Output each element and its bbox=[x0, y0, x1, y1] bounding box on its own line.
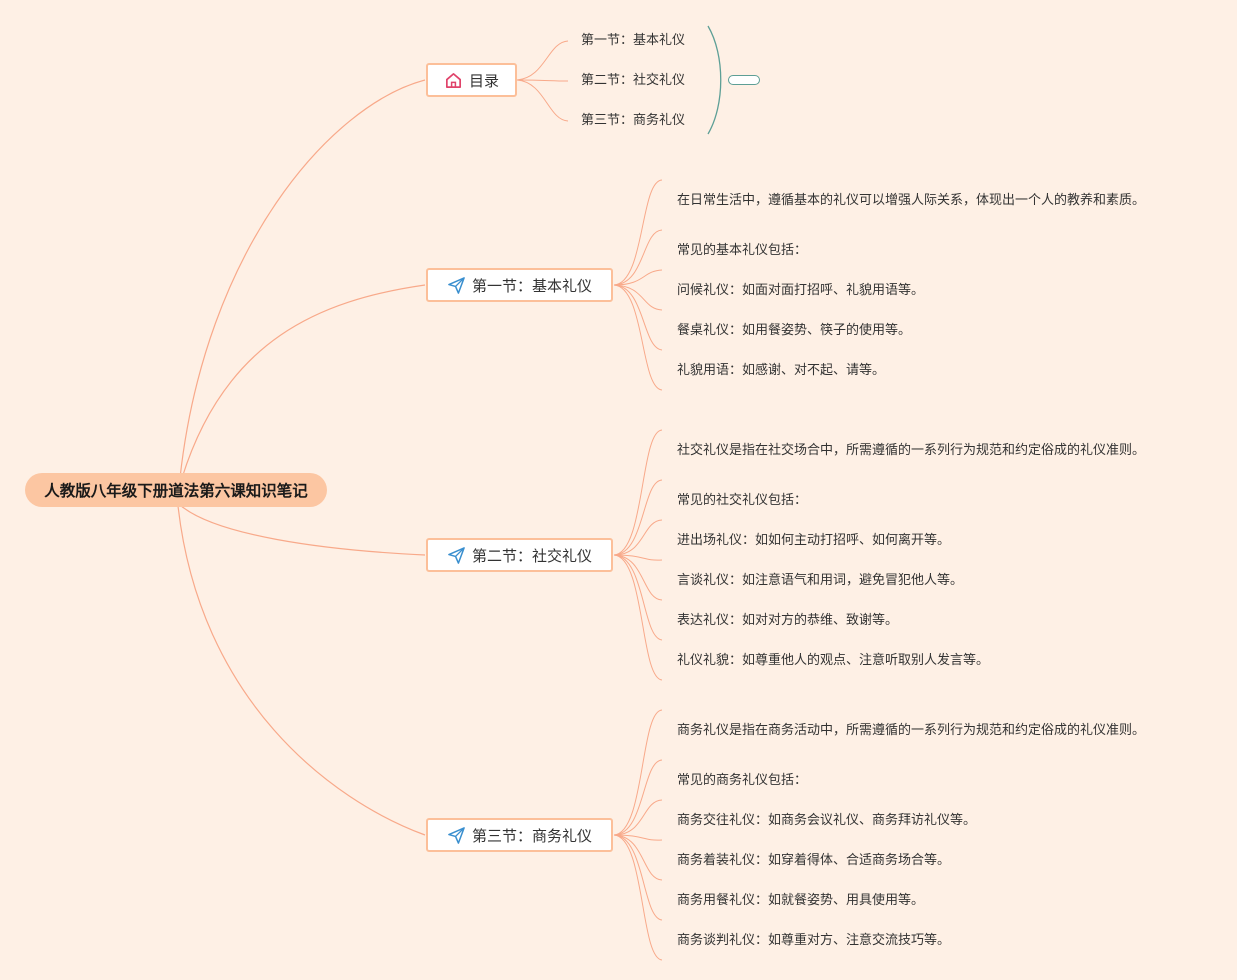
branch-section-3[interactable]: 第三节：商务礼仪 bbox=[426, 818, 613, 852]
toc-item[interactable]: 第三节：商务礼仪 bbox=[581, 113, 686, 128]
section-3-item[interactable]: 商务用餐礼仪：如就餐姿势、用具使用等。 bbox=[677, 893, 925, 908]
paper-plane-icon bbox=[448, 826, 465, 844]
section-2-item[interactable]: 表达礼仪：如对对方的恭维、致谢等。 bbox=[677, 613, 899, 628]
branch-section-1[interactable]: 第一节：基本礼仪 bbox=[426, 268, 613, 302]
section-1-item[interactable]: 在日常生活中，遵循基本的礼仪可以增强人际关系，体现出一个人的教养和素质。 bbox=[677, 193, 1146, 208]
section-2-item[interactable]: 言谈礼仪：如注意语气和用词，避免冒犯他人等。 bbox=[677, 573, 964, 588]
home-icon bbox=[445, 72, 461, 88]
section-3-item[interactable]: 商务交往礼仪：如商务会议礼仪、商务拜访礼仪等。 bbox=[677, 813, 977, 828]
section-1-item[interactable]: 餐桌礼仪：如用餐姿势、筷子的使用等。 bbox=[677, 323, 912, 338]
section-3-item[interactable]: 商务谈判礼仪：如尊重对方、注意交流技巧等。 bbox=[677, 933, 951, 948]
section-2-item[interactable]: 进出场礼仪：如如何主动打招呼、如何离开等。 bbox=[677, 533, 951, 548]
branch-toc-label: 目录 bbox=[468, 71, 499, 90]
section-1-item[interactable]: 常见的基本礼仪包括： bbox=[677, 243, 808, 258]
section-3-item[interactable]: 商务着装礼仪：如穿着得体、合适商务场合等。 bbox=[677, 853, 951, 868]
paper-plane-icon bbox=[448, 276, 465, 294]
section-3-item[interactable]: 常见的商务礼仪包括： bbox=[677, 773, 808, 788]
root-node[interactable]: 人教版八年级下册道法第六课知识笔记 bbox=[25, 473, 327, 507]
summary-pill[interactable] bbox=[728, 75, 760, 85]
section-2-item[interactable]: 常见的社交礼仪包括： bbox=[677, 493, 808, 508]
paper-plane-icon bbox=[448, 546, 465, 564]
section-1-item[interactable]: 礼貌用语：如感谢、对不起、请等。 bbox=[677, 363, 886, 378]
section-2-item[interactable]: 社交礼仪是指在社交场合中，所需遵循的一系列行为规范和约定俗成的礼仪准则。 bbox=[677, 443, 1146, 458]
section-3-item[interactable]: 商务礼仪是指在商务活动中，所需遵循的一系列行为规范和约定俗成的礼仪准则。 bbox=[677, 723, 1146, 738]
branch-section-2[interactable]: 第二节：社交礼仪 bbox=[426, 538, 613, 572]
root-label: 人教版八年级下册道法第六课知识笔记 bbox=[44, 482, 308, 500]
branch-toc[interactable]: 目录 bbox=[426, 63, 517, 97]
branch-section-2-label: 第二节：社交礼仪 bbox=[471, 546, 592, 565]
branch-section-1-label: 第一节：基本礼仪 bbox=[471, 276, 592, 295]
section-2-item[interactable]: 礼仪礼貌：如尊重他人的观点、注意听取别人发言等。 bbox=[677, 653, 990, 668]
toc-item[interactable]: 第二节：社交礼仪 bbox=[581, 73, 686, 88]
toc-item[interactable]: 第一节：基本礼仪 bbox=[581, 33, 686, 48]
branch-section-3-label: 第三节：商务礼仪 bbox=[471, 826, 592, 845]
section-1-item[interactable]: 问候礼仪：如面对面打招呼、礼貌用语等。 bbox=[677, 283, 925, 298]
